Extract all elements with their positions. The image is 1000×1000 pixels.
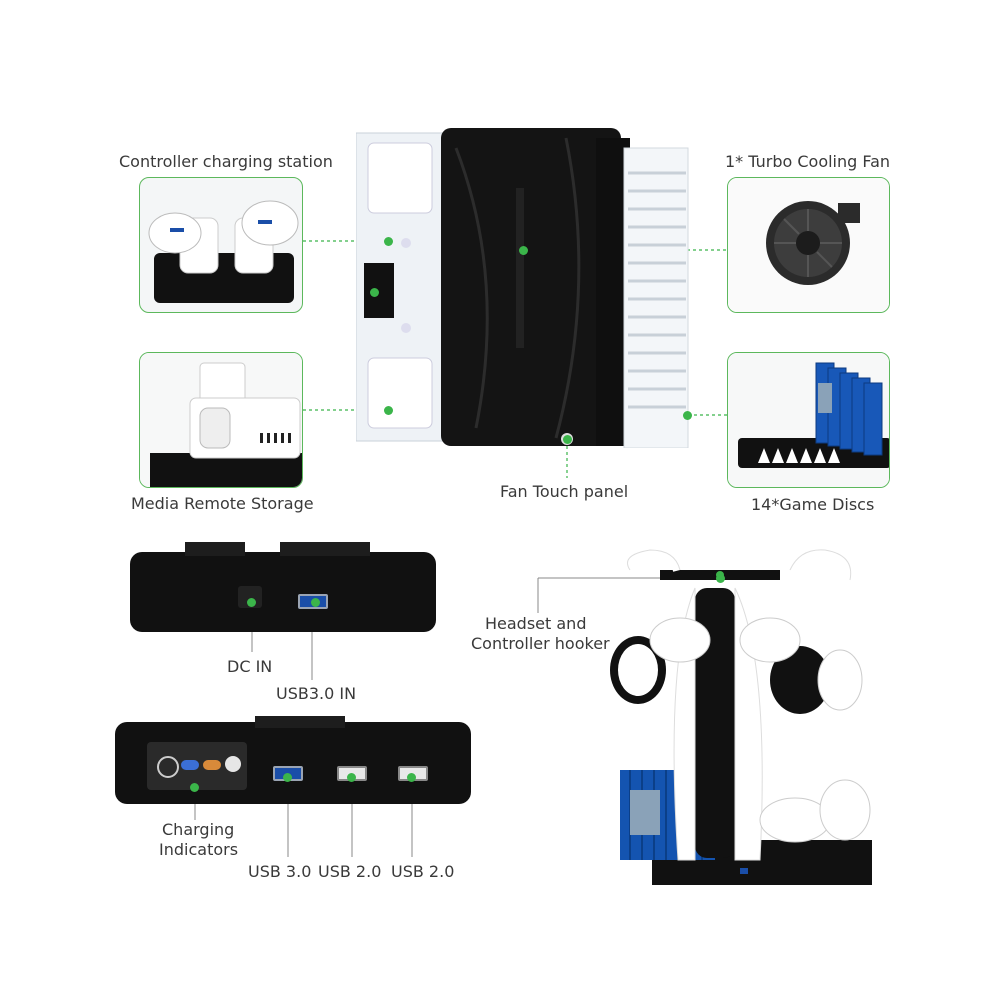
dot-dc-in (247, 598, 256, 607)
dot-usb20-b (407, 773, 416, 782)
label-usb20-b: USB 2.0 (391, 862, 455, 881)
label-media-remote-storage: Media Remote Storage (131, 494, 314, 513)
front-port-panel (115, 716, 471, 804)
label-turbo-cooling-fan: 1* Turbo Cooling Fan (725, 152, 891, 171)
label-usb20-a: USB 2.0 (318, 862, 382, 881)
label-usb30-in: USB3.0 IN (276, 684, 357, 703)
full-stand-image (610, 542, 872, 885)
controller-blue-icon (181, 760, 199, 770)
dot-media-remote (384, 406, 393, 415)
controller-charger-image (148, 200, 299, 303)
cooling-fan-image (728, 178, 889, 312)
game-discs-thumbnail (727, 352, 890, 488)
label-fan-touch-panel: Fan Touch panel (500, 482, 629, 501)
label-dc-in: DC IN (227, 657, 273, 676)
label-controller-charging-station: Controller charging station (119, 152, 333, 171)
label-headset-line2: Controller hooker (471, 634, 610, 653)
dot-headset-hooker (716, 574, 725, 583)
cooling-fan-thumbnail (727, 177, 890, 313)
label-charging-line1: Charging (162, 820, 235, 839)
dot-usb30-in (311, 598, 320, 607)
label-charging-line2: Indicators (159, 840, 239, 859)
game-discs-image (728, 353, 889, 487)
power-icon (157, 756, 179, 778)
dot-side-center (370, 288, 379, 297)
indicator-screen (147, 742, 247, 790)
label-game-discs: 14*Game Discs (751, 495, 875, 514)
label-usb30: USB 3.0 (248, 862, 312, 881)
rear-port-panel (130, 542, 436, 632)
dot-charging-indicators (190, 783, 199, 792)
media-remote-thumbnail (139, 352, 303, 488)
dot-game-discs (683, 411, 692, 420)
label-headset-line1: Headset and (485, 614, 587, 633)
dc-in-port (238, 586, 262, 608)
dot-usb20-a (347, 773, 356, 782)
controller-charging-thumbnail (139, 177, 303, 313)
media-remote-image (140, 353, 302, 487)
dot-usb30 (283, 773, 292, 782)
stand-top-view (356, 128, 689, 448)
fan-icon (225, 756, 241, 772)
dot-fan-touch (563, 435, 572, 444)
dot-charging-station (384, 237, 393, 246)
dot-fan (519, 246, 528, 255)
controller-orange-icon (203, 760, 221, 770)
